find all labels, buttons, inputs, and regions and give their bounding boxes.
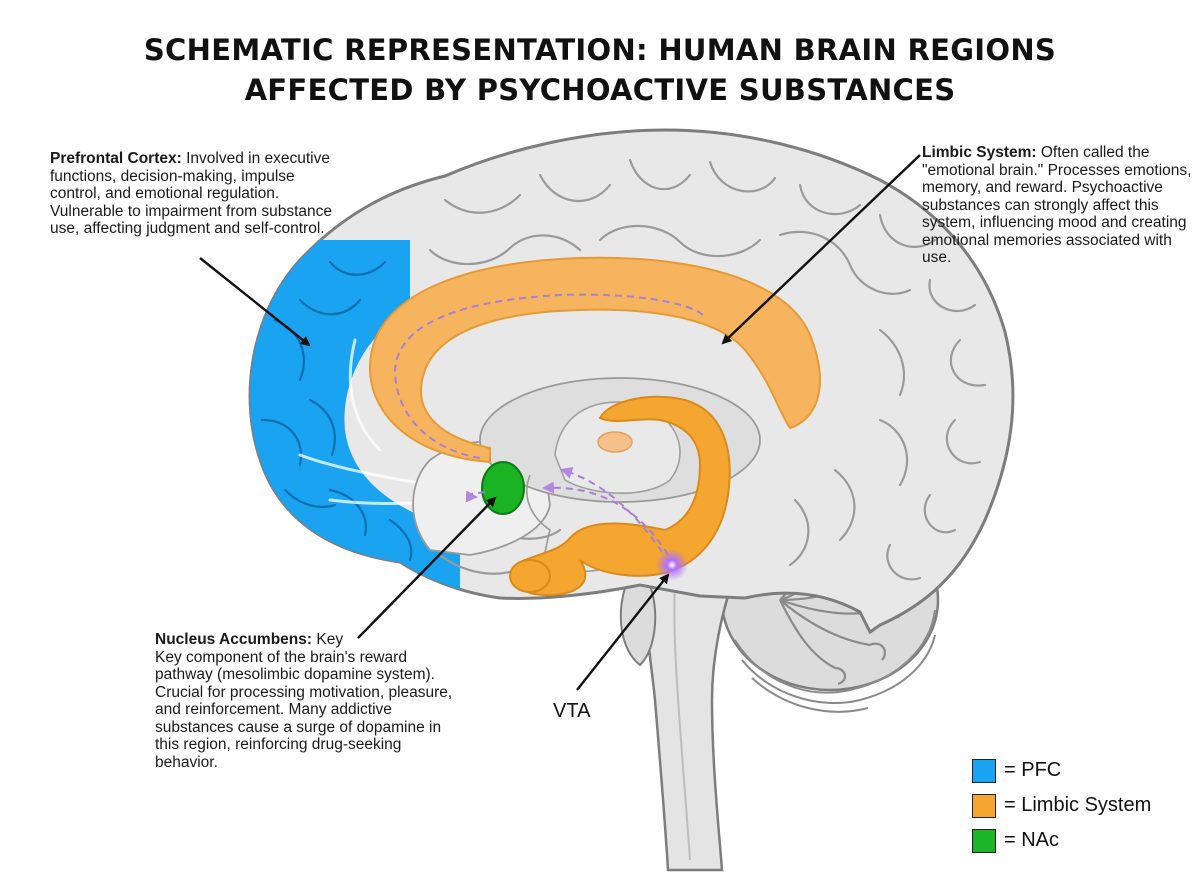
limbic-cingulate [369,256,821,464]
limbic-annotation-heading: Limbic System: [922,144,1037,161]
limbic-amygdala [509,559,551,593]
vta-arrow [576,573,670,691]
limbic-arrow [721,154,921,345]
title-line-1: SCHEMATIC REPRESENTATION: HUMAN BRAIN RE… [143,33,1057,67]
legend-item-pfc: = PFC [972,753,1151,788]
nac-annotation-body: Key component of the brain's reward path… [155,648,453,771]
brainstem [619,543,742,872]
pfc-arrow [199,257,311,347]
vta-region [656,549,688,581]
pfc-annotation: Prefrontal Cortex: Involved in executive… [50,150,340,238]
limbic-annotation-body: Often called the "emotional brain." Proc… [922,144,1192,266]
legend-label-nac: = NAc [1004,829,1060,851]
title-line-2: AFFECTED BY PSYCHOACTIVE SUBSTANCES [244,73,956,107]
pfc-annotation-body: Involved in executive functions, decisio… [50,150,333,237]
legend-item-nac: = NAc [972,823,1151,858]
legend-swatch-limbic [972,793,996,818]
legend-label-limbic: = Limbic System [1004,794,1152,816]
legend-swatch-nac [972,828,996,853]
nac-arrow [357,496,497,639]
legend-item-limbic: = Limbic System [972,788,1151,823]
legend-swatch-pfc [972,758,996,783]
vta-label: VTA [553,700,591,722]
nac-annotation-heading: Nucleus Accumbens: [155,631,313,648]
dopamine-pathways [393,293,706,556]
legend-label-pfc: = PFC [1004,759,1062,781]
diagram-title: SCHEMATIC REPRESENTATION: HUMAN BRAIN RE… [0,30,1200,110]
pfc-annotation-heading: Prefrontal Cortex: [50,150,182,167]
legend: = PFC = Limbic System = NAc [972,753,1151,858]
annotation-arrows [199,154,921,691]
limbic-annotation: Limbic System: Often called the "emotion… [922,144,1194,267]
nac-annotation-heading-suffix: Key [316,631,344,648]
limbic-thalamus-spot [597,431,633,453]
